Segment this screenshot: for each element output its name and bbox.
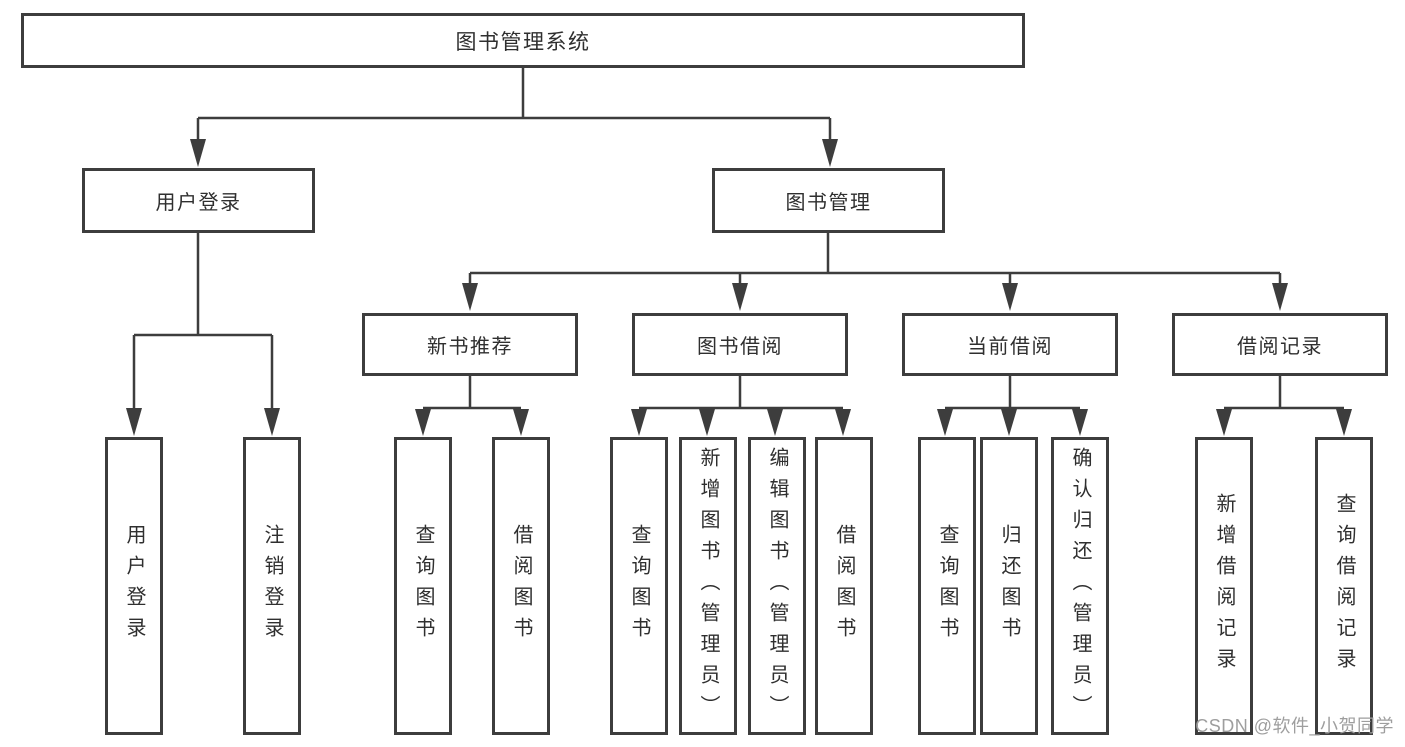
node-book-management: 图书管理: [712, 168, 945, 233]
connector-bookborrow-to-leaves: [631, 376, 851, 436]
csdn-watermark: CSDN @软件_小贺同学: [1195, 716, 1394, 736]
node-new-book-recommend: 新书推荐: [362, 313, 578, 376]
node-book-management-system: 图书管理系统: [21, 13, 1025, 68]
connector-newbookrec-to-leaves: [415, 376, 529, 436]
connector-bookmgmt-to-level3: [462, 233, 1288, 311]
node-bb-add-books-admin: 新增图书（管理员）: [679, 437, 737, 735]
node-borrow-records: 借阅记录: [1172, 313, 1388, 376]
node-leaf-logout-login: 注销登录: [243, 437, 301, 735]
connector-userlogin-to-leaves: [126, 233, 280, 436]
node-user-login: 用户登录: [82, 168, 315, 233]
node-br-query-borrow-record: 查询借阅记录: [1315, 437, 1373, 735]
connector-currentborrow-to-leaves: [937, 376, 1088, 436]
connector-root-to-level2: [190, 68, 838, 167]
node-bb-borrow-books: 借阅图书: [815, 437, 873, 735]
node-rec-borrow-books: 借阅图书: [492, 437, 550, 735]
node-leaf-user-login: 用户登录: [105, 437, 163, 735]
node-br-add-borrow-record: 新增借阅记录: [1195, 437, 1253, 735]
node-cb-return-books: 归还图书: [980, 437, 1038, 735]
node-book-borrowing: 图书借阅: [632, 313, 848, 376]
connector-borrowrecord-to-leaves: [1216, 376, 1352, 436]
node-rec-query-books: 查询图书: [394, 437, 452, 735]
node-cb-query-books: 查询图书: [918, 437, 976, 735]
node-cb-confirm-return-admin: 确认归还（管理员）: [1051, 437, 1109, 735]
node-bb-edit-books-admin: 编辑图书（管理员）: [748, 437, 806, 735]
node-current-borrowing: 当前借阅: [902, 313, 1118, 376]
node-bb-query-books: 查询图书: [610, 437, 668, 735]
